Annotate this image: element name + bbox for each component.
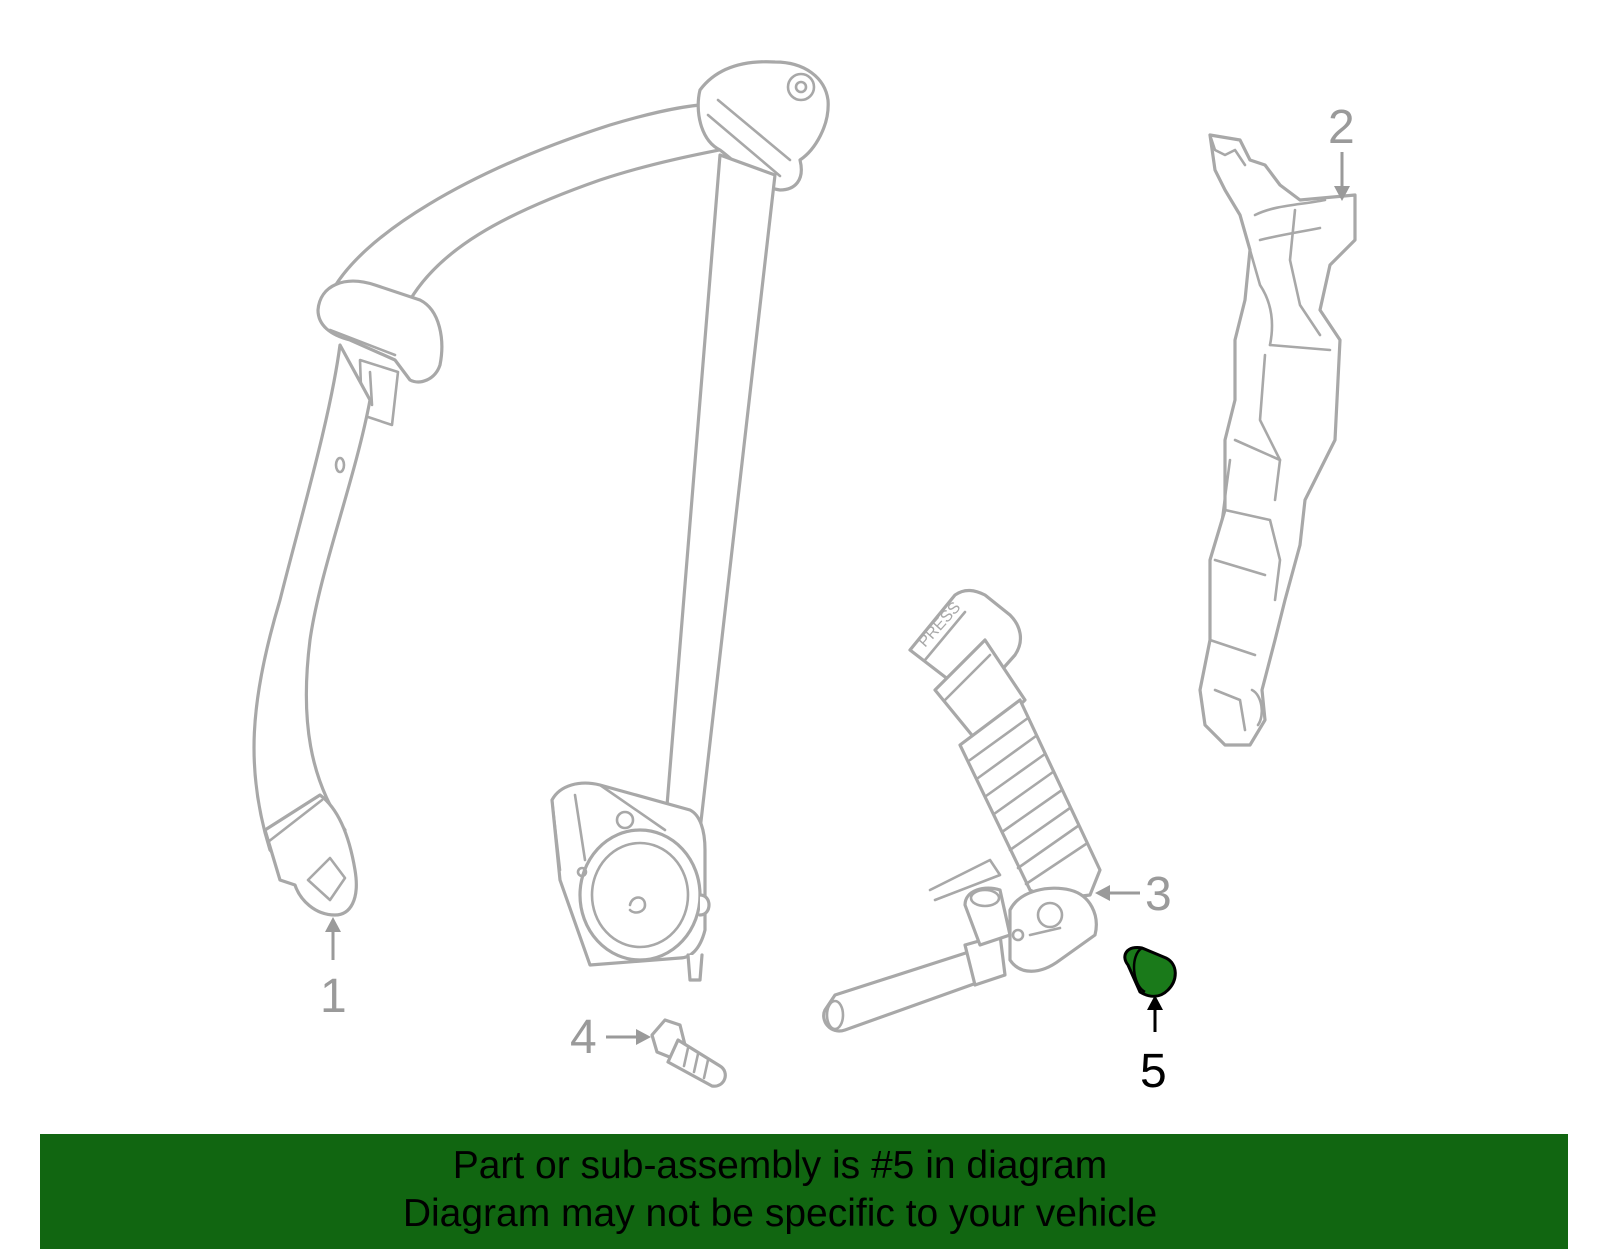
callout-3-label: 3	[1145, 868, 1172, 921]
footer-part-note: Part or sub-assembly is #5 in diagram	[452, 1144, 1108, 1187]
footer-banner: Part or sub-assembly is #5 in diagram Di…	[40, 1134, 1568, 1249]
part-3-buckle[interactable]: PRESS	[822, 588, 1102, 1033]
part-4-bolt[interactable]	[650, 1018, 727, 1088]
callout-3: 3	[1095, 868, 1172, 921]
callout-4: 4	[570, 1011, 651, 1064]
callout-5-highlighted: 5	[1140, 995, 1167, 1098]
part-1-seat-belt-webbing[interactable]	[252, 60, 830, 917]
callout-5-label: 5	[1140, 1045, 1167, 1098]
footer-disclaimer: Diagram may not be specific to your vehi…	[402, 1192, 1158, 1235]
part-2-belt-guide[interactable]	[1198, 133, 1357, 747]
callout-2-label: 2	[1328, 101, 1355, 154]
callout-4-label: 4	[570, 1011, 597, 1064]
callout-1: 1	[320, 917, 347, 1023]
callout-2: 2	[1328, 101, 1355, 201]
part-5-cap-highlighted[interactable]	[1123, 945, 1177, 998]
retractor[interactable]	[550, 153, 777, 982]
callout-1-label: 1	[320, 970, 347, 1023]
